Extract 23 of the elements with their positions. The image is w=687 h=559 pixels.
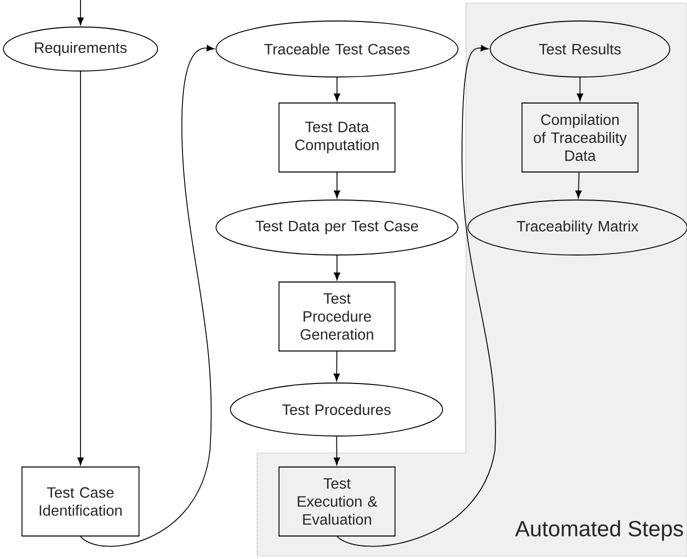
arrow bbox=[334, 351, 340, 382]
process-box: Compilation of Traceability Data bbox=[522, 102, 638, 172]
arrow bbox=[334, 172, 340, 198]
ellipse-node: Test Data per Test Case bbox=[216, 200, 458, 256]
arrow bbox=[336, 45, 496, 547]
arrow bbox=[334, 436, 340, 466]
arrow bbox=[334, 77, 340, 102]
arrow bbox=[77, 0, 84, 26]
process-box: Test Data Computation bbox=[278, 102, 396, 172]
node-label: Traceability Matrix bbox=[516, 220, 638, 234]
ellipse-node: Test Results bbox=[490, 20, 670, 78]
process-box: Test Procedure Generation bbox=[278, 282, 396, 352]
process-box: Test Execution & Evaluation bbox=[278, 466, 396, 536]
arrow bbox=[575, 172, 582, 198]
arrow bbox=[77, 71, 84, 466]
arrow bbox=[334, 255, 340, 280]
ellipse-node: Traceable Test Cases bbox=[216, 20, 458, 78]
arrow bbox=[80, 45, 214, 547]
arrow bbox=[576, 77, 584, 102]
ellipse-node: Test Procedures bbox=[230, 382, 444, 436]
ellipse-node: Requirements bbox=[2, 26, 158, 72]
process-box: Test Case Identification bbox=[22, 466, 140, 536]
ellipse-node: Traceability Matrix bbox=[467, 200, 687, 256]
